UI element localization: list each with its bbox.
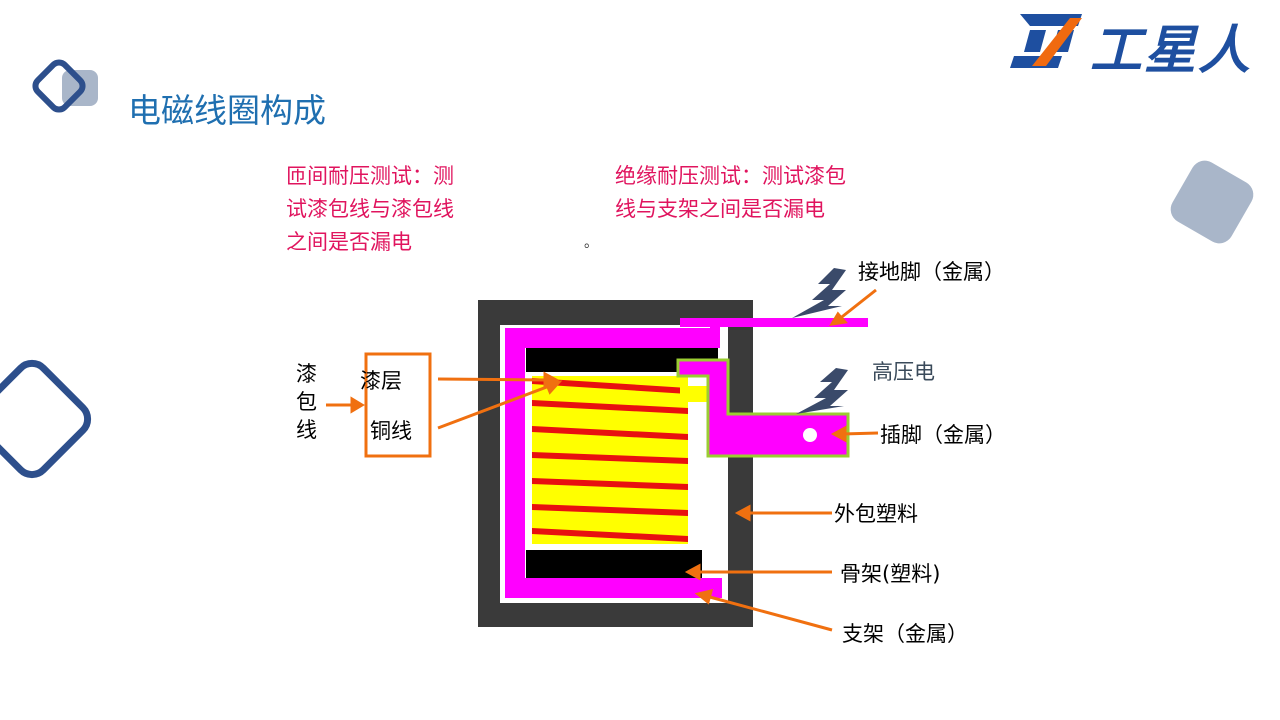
lightning-icon xyxy=(796,368,848,414)
copper-wire-label: 铜线 xyxy=(370,419,412,443)
decoration-diamond-left xyxy=(0,359,92,479)
enameled-wire-box xyxy=(364,352,432,458)
outer-plastic-label: 外包塑料 xyxy=(834,502,918,526)
logo-mark xyxy=(1010,14,1082,68)
label-char: 包 xyxy=(296,390,317,414)
bracket-label: 支架（金属） xyxy=(842,622,968,646)
ground-pin-strip xyxy=(680,318,868,327)
note-line: 线与支架之间是否漏电 xyxy=(615,197,825,221)
paint-layer-label: 漆层 xyxy=(360,369,402,393)
note-line: 绝缘耐压测试：测试漆包 xyxy=(615,164,846,188)
stray-mark: 。 xyxy=(584,235,598,251)
note-line: 试漆包线与漆包线 xyxy=(286,197,454,221)
high-voltage-label: 高压电 xyxy=(872,360,935,384)
coil-winding xyxy=(532,376,688,544)
label-char: 线 xyxy=(296,418,317,442)
plug-pin-label: 插脚（金属） xyxy=(880,423,1006,447)
note-line: 之间是否漏电 xyxy=(286,230,412,254)
note-line: 匝间耐压测试：测 xyxy=(286,164,454,188)
ground-pin-label: 接地脚（金属） xyxy=(858,260,1005,284)
logo-text: 工星人 xyxy=(1090,21,1253,81)
corner-decoration-top-left xyxy=(32,59,98,113)
insulation-test-note: 绝缘耐压测试：测试漆包 线与支架之间是否漏电 xyxy=(615,160,846,226)
slide-title: 电磁线圈构成 xyxy=(128,91,326,130)
enameled-wire-label: 漆 包 线 xyxy=(296,360,317,444)
decoration-square-right xyxy=(1170,160,1254,244)
ground-pin-link xyxy=(710,318,720,348)
bobbin-bottom-flange xyxy=(526,550,702,578)
turn-test-note: 匝间耐压测试：测 试漆包线与漆包线 之间是否漏电 xyxy=(286,160,454,259)
bobbin-label: 骨架(塑料) xyxy=(840,562,941,586)
annotation-arrows xyxy=(326,288,879,632)
lightning-icon xyxy=(792,268,846,318)
plug-pin-hole xyxy=(803,428,817,442)
label-char: 漆 xyxy=(296,362,317,386)
